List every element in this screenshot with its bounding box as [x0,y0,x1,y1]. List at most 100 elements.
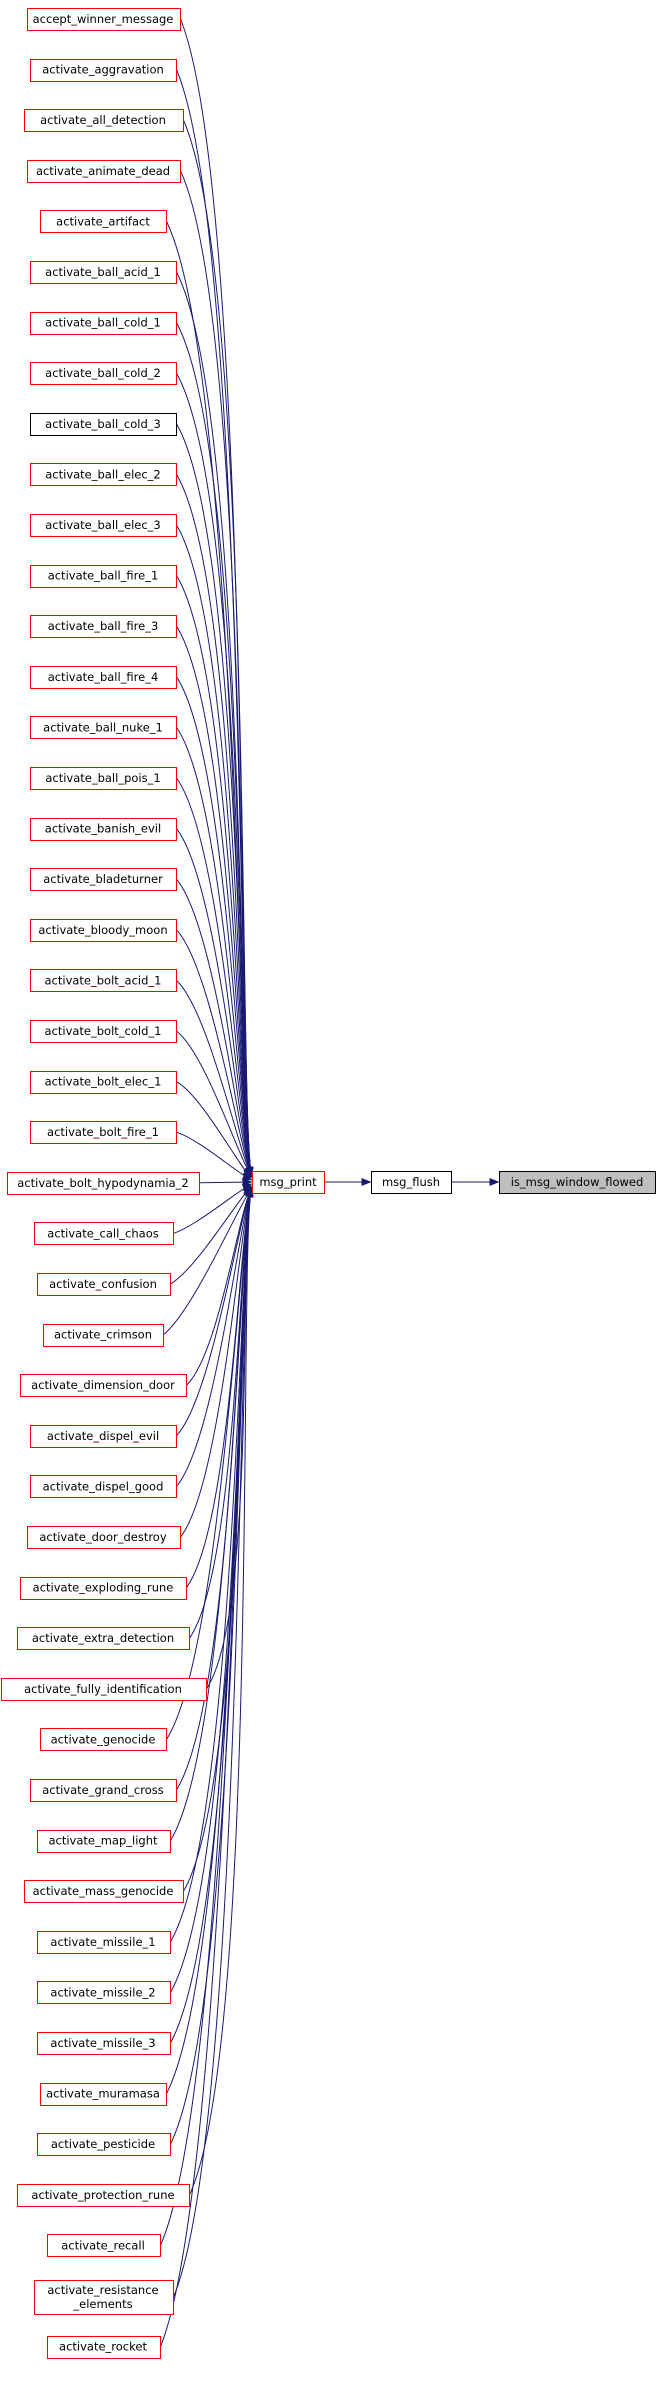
node-activate-ball-acid-1[interactable]: activate_ball_acid_1 [30,261,177,284]
node-label: activate_fully_identification [24,1682,182,1696]
node-label: activate_muramasa [46,2087,160,2101]
node-label: activate_bladeturner [43,872,163,886]
node-activate-ball-fire-4[interactable]: activate_ball_fire_4 [30,666,177,689]
node-box [30,1425,177,1448]
node-box [34,2280,174,2315]
node-activate-bladeturner[interactable]: activate_bladeturner [30,868,177,891]
node-activate-ball-fire-3[interactable]: activate_ball_fire_3 [30,615,177,638]
node-activate-bolt-elec-1[interactable]: activate_bolt_elec_1 [30,1071,177,1094]
node-activate-artifact[interactable]: activate_artifact [40,210,167,233]
edge-activate-bloody-moon-to-msg-print [176,929,252,1177]
node-activate-fully-identification[interactable]: activate_fully_identification [1,1678,207,1701]
node-box [40,1728,167,1751]
node-activate-extra-detection[interactable]: activate_extra_detection [17,1627,190,1650]
node-label: accept_winner_message [33,12,174,26]
node-box [252,1171,325,1194]
node-activate-muramasa[interactable]: activate_muramasa [40,2083,167,2106]
node-box [40,2083,167,2106]
node-activate-missile-2[interactable]: activate_missile_2 [37,1981,171,2004]
node-label: activate_bolt_hypodynamia_2 [17,1176,188,1190]
node-activate-banish-evil[interactable]: activate_banish_evil [30,818,177,841]
node-activate-dispel-good[interactable]: activate_dispel_good [30,1475,177,1498]
node-label: activate_pesticide [51,2137,155,2151]
node-activate-ball-elec-3[interactable]: activate_ball_elec_3 [30,514,177,537]
node-label: activate_aggravation [42,63,164,77]
node-activate-missile-3[interactable]: activate_missile_3 [37,2032,171,2055]
node-label: activate_ball_fire_1 [48,569,159,583]
node-accept-winner-message[interactable]: accept_winner_message [27,8,181,31]
node-activate-all-detection[interactable]: activate_all_detection [24,109,184,132]
node-box [30,59,177,82]
node-msg-print[interactable]: msg_print [252,1171,325,1194]
node-activate-ball-elec-2[interactable]: activate_ball_elec_2 [30,463,177,486]
node-label: activate_ball_cold_1 [45,316,161,330]
node-box [30,666,177,689]
node-label: activate_bloody_moon [38,923,167,937]
node-activate-ball-cold-3[interactable]: activate_ball_cold_3 [30,413,177,436]
node-activate-protection-rune[interactable]: activate_protection_rune [17,2184,190,2207]
node-label: activate_ball_fire_4 [48,670,159,684]
node-activate-call-chaos[interactable]: activate_call_chaos [34,1222,174,1245]
edge-activate-dispel-good-to-msg-print [176,1187,253,1487]
node-is-msg-window-flowed[interactable]: is_msg_window_flowed [499,1171,656,1194]
node-box [30,919,177,942]
node-activate-ball-nuke-1[interactable]: activate_ball_nuke_1 [30,716,177,739]
node-activate-confusion[interactable]: activate_confusion [37,1273,171,1296]
node-box [30,1779,177,1802]
node-activate-bolt-cold-1[interactable]: activate_bolt_cold_1 [30,1020,177,1043]
node-label: activate_rocket [59,2340,147,2354]
node-box [37,2133,171,2156]
node-label: activate_recall [61,2238,145,2252]
node-label: activate_artifact [56,214,150,228]
node-box [27,1526,181,1549]
node-activate-genocide[interactable]: activate_genocide [40,1728,167,1751]
node-activate-bolt-hypodynamia-2[interactable]: activate_bolt_hypodynamia_2 [7,1172,200,1195]
node-label: activate_ball_elec_2 [45,467,160,481]
edge-activate-protection-rune-to-msg-print [189,1187,254,2196]
node-box [1,1678,207,1701]
node-label: activate_missile_2 [50,1985,155,1999]
node-activate-dimension-door[interactable]: activate_dimension_door [20,1374,187,1397]
node-activate-exploding-rune[interactable]: activate_exploding_rune [20,1577,187,1600]
node-activate-aggravation[interactable]: activate_aggravation [30,59,177,82]
node-label: activate_ball_cold_3 [45,417,161,431]
node-box [24,1880,184,1903]
node-label: activate_missile_3 [50,2036,155,2050]
node-label: activate_ball_pois_1 [45,771,160,785]
node-activate-door-destroy[interactable]: activate_door_destroy [27,1526,181,1549]
edge-activate-bolt-elec-1-to-msg-print [176,1081,253,1179]
node-label: activate_resistance_elements [47,2283,158,2311]
node-activate-map-light[interactable]: activate_map_light [37,1830,171,1853]
node-activate-ball-fire-1[interactable]: activate_ball_fire_1 [30,565,177,588]
node-activate-dispel-evil[interactable]: activate_dispel_evil [30,1425,177,1448]
node-box [30,362,177,385]
node-activate-grand-cross[interactable]: activate_grand_cross [30,1779,177,1802]
node-box [27,160,181,183]
node-activate-pesticide[interactable]: activate_pesticide [37,2133,171,2156]
node-box [499,1171,656,1194]
node-box [30,1071,177,1094]
node-box [30,312,177,335]
node-box [30,969,177,992]
node-label: activate_exploding_rune [33,1581,174,1595]
edge-activate-dispel-evil-to-msg-print [176,1187,252,1437]
node-msg-flush[interactable]: msg_flush [371,1171,452,1194]
node-box [47,2336,161,2359]
node-activate-rocket[interactable]: activate_rocket [47,2336,161,2359]
node-activate-bolt-acid-1[interactable]: activate_bolt_acid_1 [30,969,177,992]
node-activate-ball-cold-2[interactable]: activate_ball_cold_2 [30,362,177,385]
node-activate-missile-1[interactable]: activate_missile_1 [37,1931,171,1954]
node-activate-crimson[interactable]: activate_crimson [43,1324,164,1347]
node-activate-ball-pois-1[interactable]: activate_ball_pois_1 [30,767,177,790]
node-activate-bloody-moon[interactable]: activate_bloody_moon [30,919,177,942]
node-activate-recall[interactable]: activate_recall [47,2234,161,2257]
node-activate-ball-cold-1[interactable]: activate_ball_cold_1 [30,312,177,335]
node-activate-animate-dead[interactable]: activate_animate_dead [27,160,181,183]
edge-activate-exploding-rune-to-msg-print [186,1187,254,1588]
node-box [40,210,167,233]
node-activate-resistance-elements[interactable]: activate_resistance_elements [34,2280,174,2315]
node-activate-mass-genocide[interactable]: activate_mass_genocide [24,1880,184,1903]
node-activate-bolt-fire-1[interactable]: activate_bolt_fire_1 [30,1121,177,1144]
node-label: activate_grand_cross [42,1783,164,1797]
